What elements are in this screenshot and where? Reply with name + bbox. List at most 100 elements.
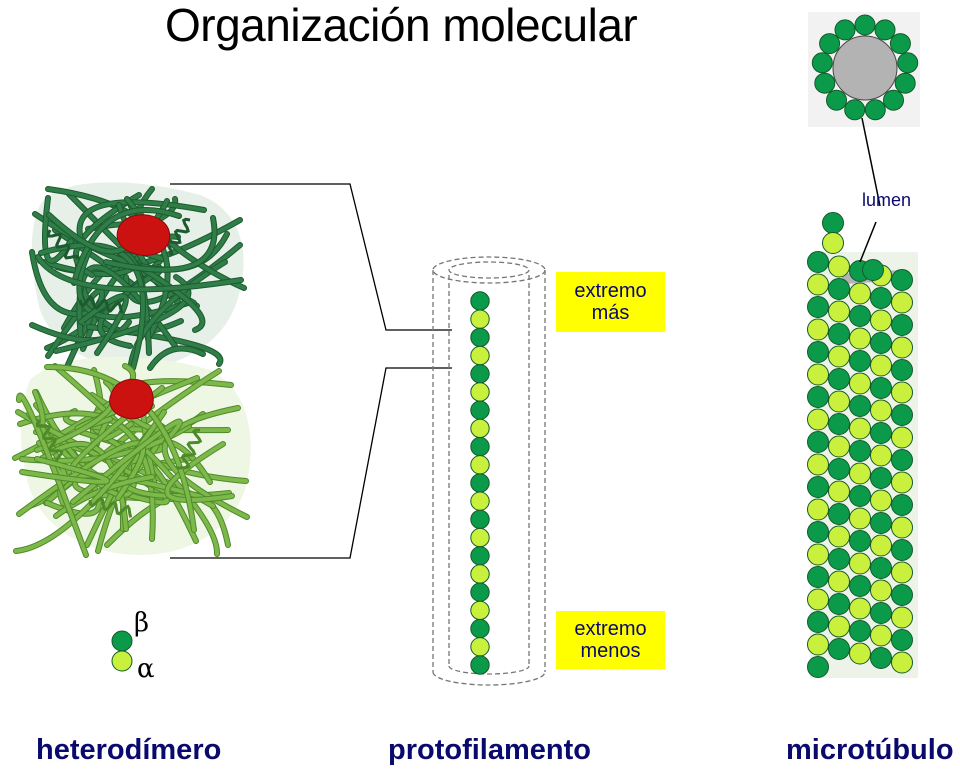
microtubule-subunit <box>807 453 829 476</box>
microtubule-subunit <box>807 633 829 656</box>
cross-section-subunit <box>819 33 841 55</box>
plus-end-box: extremo más <box>556 272 665 332</box>
microtubule-subunit <box>828 548 850 570</box>
microtubule-subunit <box>891 269 913 291</box>
connector-lines <box>170 183 452 559</box>
microtubule-subunit <box>849 485 871 507</box>
protofilament-subunit <box>470 364 490 384</box>
microtubule-subunit <box>828 413 850 435</box>
protofilament-subunit <box>470 491 490 511</box>
microtubule-subunit <box>849 462 871 485</box>
microtubule-subunit <box>849 552 871 575</box>
protofilament-subunit <box>470 582 490 602</box>
microtubule-subunit <box>870 467 892 489</box>
protofilament-subunit <box>470 509 490 530</box>
gtp-site-beta <box>116 214 171 256</box>
protofilament-cylinder <box>432 256 546 686</box>
gtp-site-alpha <box>109 378 154 420</box>
microtubule-subunit <box>870 602 892 624</box>
microtubule-subunit <box>849 305 871 327</box>
lumen-label: lumen <box>862 190 912 210</box>
microtubule-subunit <box>870 377 892 399</box>
cross-section-subunit <box>883 89 904 111</box>
beta-ribbon <box>79 294 128 355</box>
protofilament-outer-bottom-arc <box>432 671 546 686</box>
diagram-title: Organización molecular <box>165 0 638 51</box>
beta-ribbon <box>42 196 73 263</box>
connector-line-bottom <box>170 367 452 559</box>
protofilament-subunit <box>470 400 490 420</box>
lumen-pointer-line-lower <box>859 221 877 263</box>
microtubule-subunit <box>828 390 850 413</box>
beta-ribbon <box>46 288 104 358</box>
alpha-ribbon <box>20 457 109 484</box>
cross-section-subunit <box>854 14 876 36</box>
microtubule-subunit <box>891 471 913 494</box>
protofilament-subunit <box>470 637 490 657</box>
protofilament-subunit <box>470 309 490 329</box>
microtubule-subunit <box>870 422 892 444</box>
protofilament-subunit <box>470 546 490 566</box>
plus-end-label-line2: más <box>591 302 630 324</box>
cross-section-subunit <box>889 33 911 55</box>
protofilament-subunit <box>470 473 490 493</box>
cross-section-subunit <box>894 72 916 94</box>
microtubule-cross-section <box>808 12 920 127</box>
microtubule-subunit <box>891 651 913 674</box>
microtubule-subunit <box>828 323 850 345</box>
microtubule-subunit <box>849 597 871 620</box>
microtubule-subunit <box>891 314 913 336</box>
cross-section-subunit <box>826 89 847 111</box>
microtubule-protruding-subunit <box>862 259 884 281</box>
beta-symbol: β <box>134 608 150 638</box>
beta-helix <box>46 229 80 260</box>
protofilament-inner-bottom-arc <box>448 665 530 675</box>
microtubule-subunit <box>849 642 871 665</box>
microtubule-subunit <box>870 399 892 422</box>
microtubule-subunit <box>807 521 829 543</box>
protofilament-subunit <box>470 345 490 366</box>
microtubule-subunit <box>849 372 871 395</box>
microtubule-label: microtúbulo <box>786 734 954 766</box>
microtubule-subunit <box>870 624 892 647</box>
beta-helix <box>165 217 191 256</box>
microtubule-subunit <box>870 579 892 602</box>
microtubule-subunit <box>807 341 829 363</box>
alpha-symbol: α <box>137 654 155 684</box>
microtubule-subunit <box>870 332 892 354</box>
minus-end-label-line2: menos <box>580 640 641 662</box>
legend-heterodimer-beads <box>111 630 133 672</box>
microtubule-subunit <box>849 350 871 372</box>
microtubule-subunit <box>891 336 913 359</box>
alpha-ribbon <box>35 380 117 452</box>
lumen-pointer-line <box>861 117 881 207</box>
alpha-helix <box>35 419 64 463</box>
microtubule-subunit <box>891 359 913 381</box>
microtubule-subunit <box>828 480 850 503</box>
heterodimer-label: heterodímero <box>36 734 222 766</box>
microtubule-subunit <box>891 539 913 561</box>
protofilament-subunit <box>470 564 490 584</box>
beta-helix <box>78 295 124 314</box>
beta-ribbon <box>36 255 243 292</box>
microtubule-subunit <box>807 498 829 521</box>
protofilament-subunit <box>470 600 490 621</box>
microtubule-subunit <box>828 615 850 638</box>
microtubule-subunit <box>849 395 871 417</box>
microtubule-subunit <box>891 426 913 449</box>
cross-section-subunit <box>814 72 836 94</box>
microtubule-subunit <box>807 251 829 273</box>
cross-section-subunit <box>864 99 886 121</box>
microtubule-subunit <box>807 543 829 566</box>
microtubule-subunit <box>870 287 892 309</box>
minus-end-box: extremo menos <box>556 611 665 669</box>
lumen-area <box>832 35 898 101</box>
microtubule-subunit <box>828 525 850 548</box>
protofilament-subunit <box>470 382 490 402</box>
microtubule-subunit <box>891 561 913 584</box>
alpha-helix <box>177 428 203 470</box>
alpha-ribbon <box>71 419 182 504</box>
alpha-helix <box>88 496 133 518</box>
protofilament-outer-top-ellipse <box>432 256 546 284</box>
